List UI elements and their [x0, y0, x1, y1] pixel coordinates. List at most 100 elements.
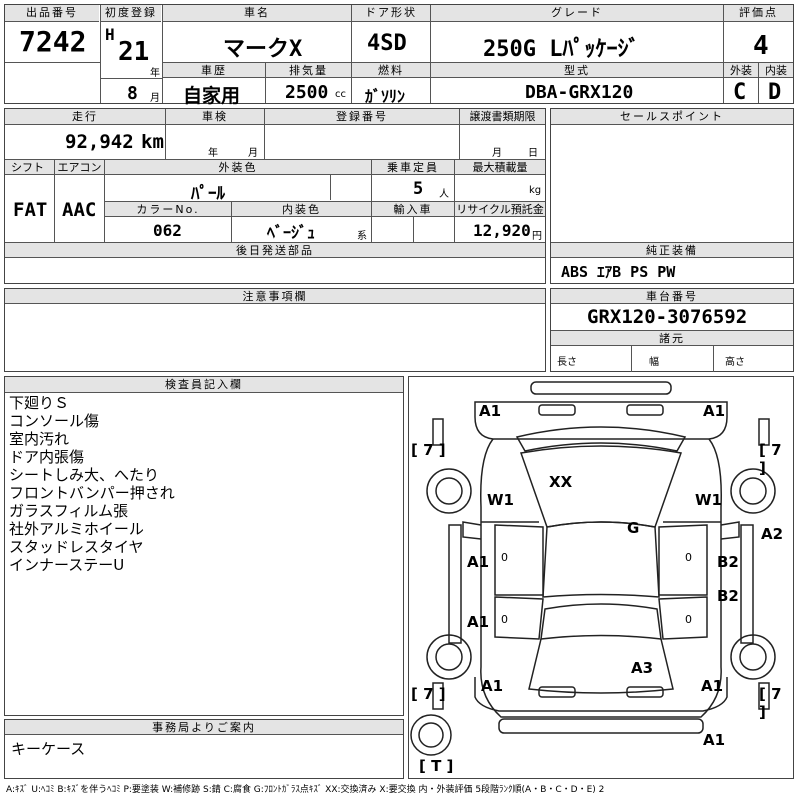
fuel: ｶﾞｿﾘﾝ — [365, 87, 406, 106]
year-unit: 年 — [150, 68, 160, 79]
damage-mark-rear-l: A1 — [481, 677, 504, 695]
sales-points-box: セールスポイント 純正装備 ABS ｴｱB PS PW — [550, 108, 794, 284]
color-no: 062 — [153, 221, 182, 240]
damage-mark-fender-l: W1 — [487, 491, 514, 509]
inspector-note-line: 室内汚れ — [9, 430, 70, 448]
history: 自家用 — [183, 85, 241, 107]
later-parts-label: 後日発送部品 — [5, 243, 545, 258]
inspector-note-line: ガラスフィルム張 — [9, 502, 129, 520]
transfer-day-unit: 日 — [528, 148, 538, 159]
exterior-grade: C — [733, 80, 747, 105]
max-load-unit: kg — [529, 185, 542, 196]
interior-label: 内装 — [759, 63, 793, 78]
recycle-unit: 円 — [532, 231, 542, 242]
ac: AAC — [62, 199, 97, 221]
small-zero-mark: 0 — [685, 613, 692, 626]
damage-mark-front-right: A1 — [703, 402, 726, 420]
damage-mark-tire-rr: [ 7 ] — [759, 685, 782, 721]
damage-mark-tire-fl: [ 7 ] — [411, 441, 446, 459]
car-outline — [410, 381, 776, 756]
height-label: 高さ — [725, 357, 745, 368]
shift: FAT — [13, 199, 48, 221]
office-label: 事務局よりご案内 — [5, 720, 403, 735]
damage-mark-roof: G — [627, 519, 640, 537]
int-color-label: 内装色 — [232, 202, 371, 217]
mileage-label: 走行 — [5, 109, 165, 125]
small-zero-mark: 0 — [501, 613, 508, 626]
model-label: 型式 — [431, 63, 723, 78]
damage-mark-side-r: A2 — [761, 525, 784, 543]
sales-points-label: セールスポイント — [551, 109, 793, 125]
ext-color-label: 外装色 — [105, 160, 371, 175]
office-text: キーケース — [11, 740, 86, 758]
chassis-number: GRX120-3076592 — [587, 306, 748, 328]
reg-month: 8 — [127, 83, 138, 104]
inspector-note-line: シートしみ大、へたり — [9, 466, 160, 484]
damage-mark-trunk: A3 — [631, 659, 654, 677]
grade: 250G Lﾊﾟｯｹｰｼﾞ — [483, 37, 640, 62]
grade-label: グレード — [431, 5, 723, 22]
transfer-label: 譲渡書類期限 — [460, 109, 545, 125]
ext-color: ﾊﾟｰﾙ — [191, 184, 225, 204]
month-unit: 月 — [150, 93, 160, 104]
damage-mark-door-fr: B2 — [717, 553, 739, 571]
width-label: 幅 — [649, 357, 659, 368]
ac-label: エアコン — [55, 160, 104, 175]
interior-grade: D — [768, 80, 782, 105]
length-label: 長さ — [557, 357, 577, 368]
damage-mark-bumper-rear: A1 — [703, 731, 726, 749]
vehicle-info-block: 走行 車検 登録番号 譲渡書類期限 92,942 km 年 月 月 日 シフト … — [4, 108, 546, 284]
mileage-unit: km — [141, 131, 164, 153]
score-label: 評価点 — [724, 5, 793, 22]
displacement-label: 排気量 — [266, 63, 351, 78]
legend: A:ｷｽﾞ U:ﾍｺﾐ B:ｷｽﾞを伴うﾍｺﾐ P:要塗装 W:補修跡 S:錆 … — [6, 785, 605, 795]
door-label: ドア形状 — [352, 5, 430, 22]
damage-mark-windshield: XX — [549, 473, 573, 491]
era: H — [105, 25, 115, 44]
small-zero-mark: 0 — [685, 551, 692, 564]
shift-label: シフト — [5, 160, 54, 175]
insp-month-unit: 月 — [248, 148, 258, 159]
mileage: 92,942 — [65, 131, 134, 153]
car-name-label: 車名 — [163, 5, 351, 22]
inspector-note-line: 下廻りＳ — [9, 394, 70, 412]
recycle: 12,920 — [473, 221, 531, 240]
chassis-box: 車台番号 GRX120-3076592 諸元 長さ 幅 高さ — [550, 288, 794, 372]
first-reg-label: 初度登録 — [101, 5, 161, 22]
score: 4 — [753, 31, 769, 61]
car-name: マークX — [223, 37, 303, 62]
reg-no-label: 登録番号 — [265, 109, 459, 125]
inspector-note-line: スタッドレスタイヤ — [9, 538, 144, 556]
model: DBA-GRX120 — [525, 82, 634, 103]
damage-mark-fender-r: W1 — [695, 491, 722, 509]
capacity: 5 — [413, 179, 424, 199]
inspection-label: 車検 — [166, 109, 264, 125]
inspector-note-line: コンソール傷 — [9, 412, 100, 430]
displacement-unit: cc — [335, 89, 346, 100]
inspector-note-line: フロントバンパー押され — [9, 484, 175, 502]
max-load-label: 最大積載量 — [455, 160, 545, 175]
damage-mark-spare: [ T ] — [419, 757, 454, 775]
door-type: 4SD — [367, 31, 407, 56]
caution-box: 注意事項欄 — [4, 288, 546, 372]
displacement: 2500 — [285, 82, 329, 103]
recycle-label: リサイクル預託金 — [455, 202, 545, 217]
import-label: 輸入車 — [372, 202, 454, 217]
fuel-label: 燃料 — [352, 63, 430, 78]
transfer-month-unit: 月 — [492, 148, 502, 159]
caution-label: 注意事項欄 — [5, 289, 545, 304]
damage-mark-door-fl: A1 — [467, 553, 490, 571]
history-label: 車歴 — [163, 63, 265, 78]
damage-mark-tire-fr: [ 7 ] — [759, 441, 782, 477]
lot-label: 出品番号 — [5, 5, 99, 22]
int-color: ﾍﾞｰｼﾞｭ — [267, 223, 316, 242]
equipment: ABS ｴｱB PS PW — [561, 263, 676, 281]
exterior-label: 外装 — [724, 63, 758, 78]
office-box: 事務局よりご案内 キーケース — [4, 719, 404, 779]
damage-mark-rear-r: A1 — [701, 677, 724, 695]
damage-mark-front-left: A1 — [479, 402, 502, 420]
capacity-label: 乗車定員 — [372, 160, 454, 175]
